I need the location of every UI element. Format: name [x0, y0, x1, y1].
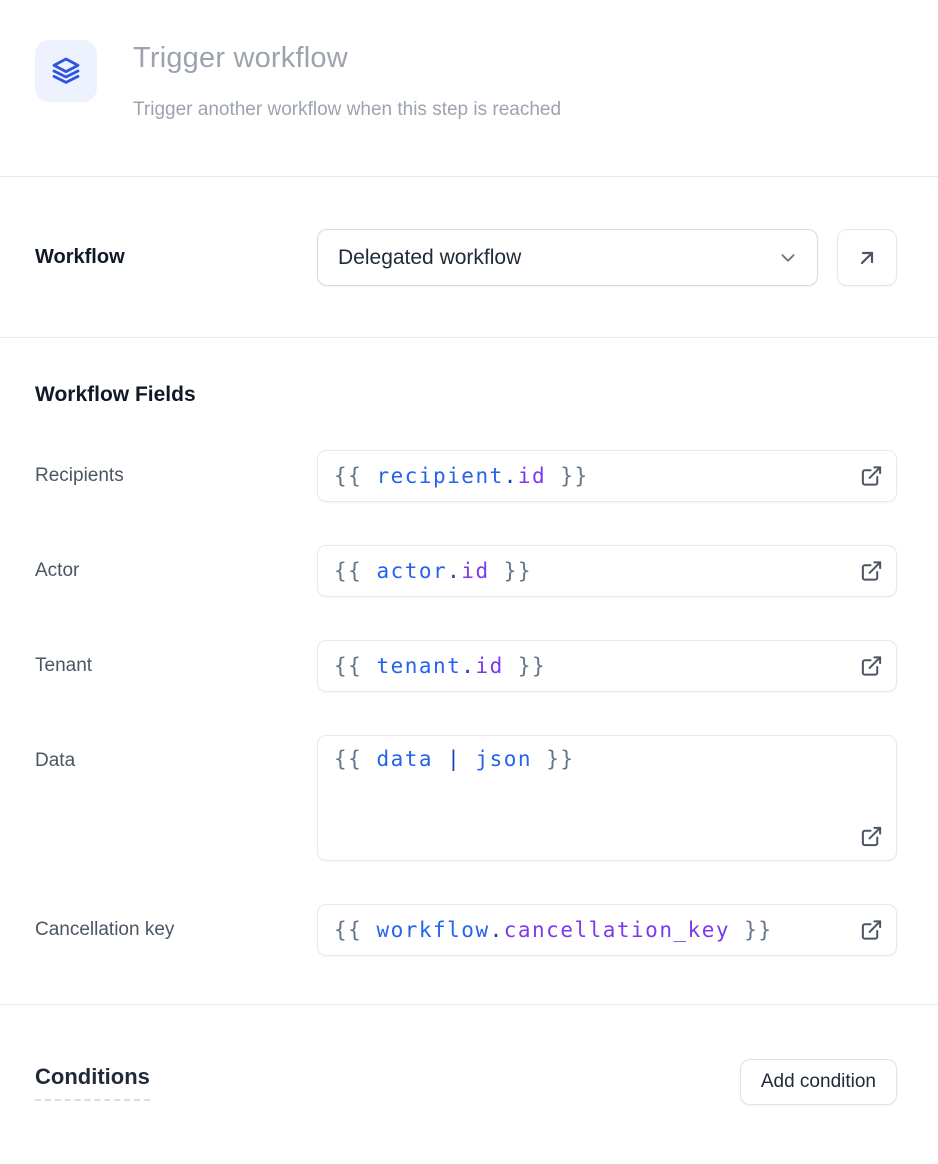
conditions-section: Conditions Add condition: [0, 1005, 938, 1105]
workflow-fields-section: Workflow Fields Recipients {{ recipient.…: [0, 383, 938, 1005]
step-icon-badge: [35, 40, 97, 102]
workflow-controls: Delegated workflow: [317, 229, 897, 286]
arrow-up-right-icon: [855, 246, 879, 270]
step-header: Trigger workflow Trigger another workflo…: [0, 0, 938, 177]
external-link-icon[interactable]: [860, 919, 883, 942]
workflow-field-row: Actor {{ actor.id }}: [35, 545, 897, 597]
workflow-field-row: Tenant {{ tenant.id }}: [35, 640, 897, 692]
workflow-fields-list: Recipients {{ recipient.id }} Actor {{ a…: [35, 450, 897, 956]
step-title[interactable]: Trigger workflow: [133, 42, 348, 74]
workflow-select-value: Delegated workflow: [338, 245, 522, 269]
workflow-label: Workflow: [35, 246, 125, 268]
add-condition-button[interactable]: Add condition: [739, 1059, 897, 1105]
template-input[interactable]: {{ actor.id }}: [317, 545, 897, 597]
chevron-down-icon: [777, 247, 799, 269]
workflow-selector-row: Workflow Delegated workflow: [0, 177, 938, 338]
external-link-icon[interactable]: [860, 560, 883, 583]
workflow-field-row: Recipients {{ recipient.id }}: [35, 450, 897, 502]
template-value: {{ tenant.id }}: [334, 654, 547, 678]
external-link-icon[interactable]: [860, 825, 883, 848]
layers-icon: [50, 55, 82, 87]
workflow-field-row: Data {{ data | json }}: [35, 735, 897, 861]
template-input[interactable]: {{ workflow.cancellation_key }}: [317, 904, 897, 956]
template-value: {{ recipient.id }}: [334, 464, 589, 488]
template-value: {{ actor.id }}: [334, 559, 533, 583]
step-subtitle: Trigger another workflow when this step …: [133, 99, 562, 120]
template-value: {{ workflow.cancellation_key }}: [334, 918, 773, 942]
template-input[interactable]: {{ data | json }}: [317, 735, 897, 861]
template-input[interactable]: {{ tenant.id }}: [317, 640, 897, 692]
field-label: Tenant: [35, 655, 93, 676]
external-link-icon[interactable]: [860, 655, 883, 678]
field-label: Cancellation key: [35, 919, 175, 940]
open-workflow-button[interactable]: [837, 229, 897, 286]
workflow-fields-heading: Workflow Fields: [35, 383, 196, 406]
conditions-heading: Conditions: [35, 1064, 150, 1101]
workflow-field-row: Cancellation key {{ workflow.cancellatio…: [35, 904, 897, 956]
step-header-text: Trigger workflow Trigger another workflo…: [133, 40, 561, 121]
field-label: Data: [35, 750, 76, 771]
template-input[interactable]: {{ recipient.id }}: [317, 450, 897, 502]
external-link-icon[interactable]: [860, 465, 883, 488]
field-label: Actor: [35, 560, 80, 581]
workflow-select[interactable]: Delegated workflow: [317, 229, 818, 286]
field-label: Recipients: [35, 465, 124, 486]
template-value: {{ data | json }}: [334, 747, 575, 771]
